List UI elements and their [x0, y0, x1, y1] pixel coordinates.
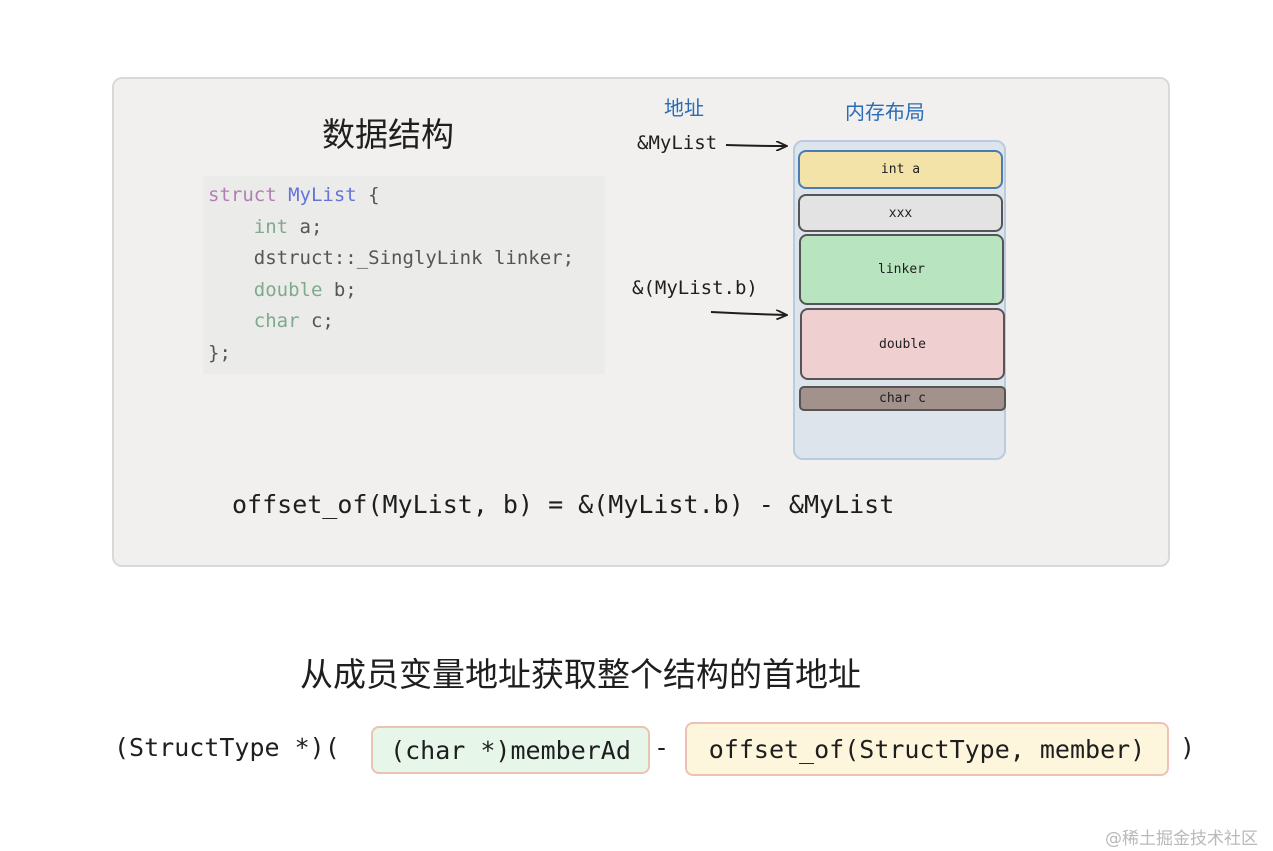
memory-layout-header: 内存布局: [845, 100, 925, 124]
code-line-2: int a;: [203, 212, 605, 244]
memory-layout-container: int a xxx linker double char c: [793, 140, 1006, 460]
memory-block-xxx: xxx: [798, 194, 1003, 232]
minus-sign: -: [654, 733, 670, 762]
memory-block-double: double: [800, 308, 1005, 380]
data-structure-title: 数据结构: [322, 115, 454, 154]
code-text: dstruct::_SinglyLink linker;: [253, 247, 575, 269]
code-line-3: dstruct::_SinglyLink linker;: [203, 243, 605, 275]
code-line-1: struct MyList {: [203, 180, 605, 212]
caption: 从成员变量地址获取整个结构的首地址: [300, 655, 861, 694]
code-struct-name: MyList: [288, 184, 357, 206]
code-line-5: char c;: [203, 306, 605, 338]
offset-of-text: offset_of(StructType, member): [708, 734, 1146, 764]
arrow-mylist-b: [710, 312, 786, 315]
member-address-box: (char *)memberAd: [371, 726, 650, 774]
code-keyword: struct: [208, 184, 277, 206]
watermark: @稀土掘金技术社区: [1105, 829, 1258, 849]
arrow-mylist: [725, 145, 786, 146]
memory-block-char-c: char c: [799, 386, 1006, 411]
code-text: c;: [299, 310, 334, 332]
memory-block-linker: linker: [799, 234, 1004, 305]
formula-prefix: (StructType *)(: [114, 733, 340, 762]
address-mylist-b-label: &(MyList.b): [632, 277, 758, 299]
address-mylist-label: &MyList: [637, 132, 718, 154]
formula-suffix: ): [1180, 733, 1196, 762]
code-text: {: [356, 184, 380, 206]
member-address-text: (char *)memberAd: [390, 735, 631, 765]
offset-of-formula: offset_of(MyList, b) = &(MyList.b) - &My…: [232, 490, 895, 519]
code-type: char: [253, 310, 300, 332]
code-line-6: };: [203, 338, 605, 370]
code-text: a;: [288, 215, 323, 238]
address-header: 地址: [664, 96, 704, 120]
code-text: b;: [322, 278, 357, 301]
code-text: };: [208, 341, 231, 364]
code-type: double: [253, 278, 323, 301]
code-type: int: [253, 215, 289, 238]
memory-block-int-a: int a: [798, 150, 1003, 189]
code-line-4: double b;: [203, 275, 605, 307]
offset-of-box: offset_of(StructType, member): [685, 722, 1169, 776]
code-block: struct MyList { int a; dstruct::_SinglyL…: [203, 176, 605, 374]
